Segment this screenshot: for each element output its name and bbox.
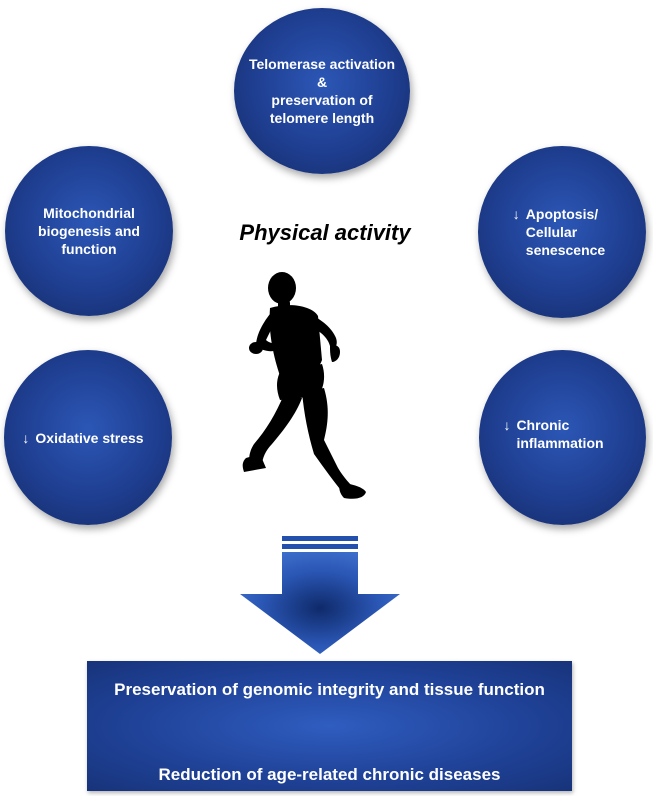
- outcome-line-2: Reduction of age-related chronic disease…: [158, 765, 501, 784]
- telomerase-line-3: preservation of: [271, 92, 373, 108]
- apoptosis-line-2: Cellular: [525, 224, 578, 240]
- inflammation-line-2: inflammation: [516, 434, 604, 451]
- diagram-title: Physical activity: [239, 220, 411, 245]
- mitochondrial-line-2: biogenesis and: [38, 223, 140, 239]
- telomerase-line-1: Telomerase activation: [248, 56, 396, 72]
- circle-oxidative: ↓ Oxidative stress: [4, 350, 172, 525]
- down-arrow-small-icon: ↓: [503, 416, 511, 433]
- down-arrow-small-icon: ↓: [512, 206, 520, 222]
- oxidative-line-1: Oxidative stress: [35, 429, 144, 446]
- telomerase-line-4: telomere length: [269, 110, 375, 126]
- apoptosis-line-3: senescence: [525, 242, 606, 258]
- down-arrow-small-icon: ↓: [22, 429, 30, 446]
- apoptosis-line-1: Apoptosis/: [525, 206, 599, 222]
- mitochondrial-line-3: function: [61, 241, 117, 257]
- mitochondrial-line-1: Mitochondrial: [43, 205, 135, 221]
- circle-telomerase: Telomerase activation & preservation of …: [234, 8, 410, 174]
- outcome-line-1: Preservation of genomic integrity and ti…: [114, 680, 545, 699]
- circle-mitochondrial: Mitochondrial biogenesis and function: [5, 146, 173, 316]
- inflammation-line-1: Chronic: [516, 416, 570, 433]
- telomerase-line-2: &: [316, 74, 328, 90]
- circle-apoptosis: ↓ Apoptosis/ Cellular senescence: [478, 146, 646, 318]
- down-arrow-icon: [240, 536, 400, 654]
- runner-silhouette-icon: [242, 272, 366, 499]
- outcome-box: Preservation of genomic integrity and ti…: [87, 661, 572, 791]
- circle-inflammation: ↓ Chronic inflammation: [479, 350, 646, 525]
